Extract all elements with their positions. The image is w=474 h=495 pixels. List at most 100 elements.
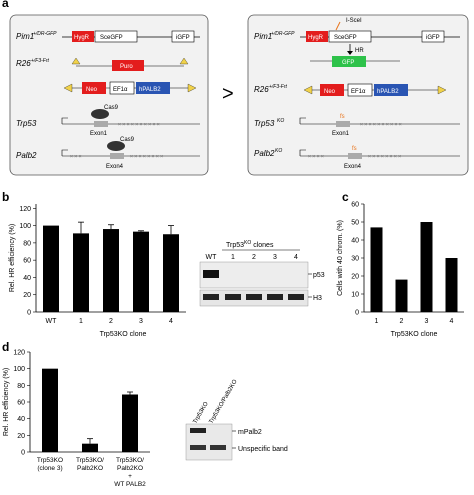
x-tick-label: 3 — [139, 318, 143, 325]
left-cas9-bottom-label: Cas9 — [120, 137, 135, 143]
x-tick-label: WT PALB2 — [114, 481, 146, 488]
bar — [82, 443, 98, 452]
left-exon1-label: Exon1 — [90, 131, 108, 137]
x-tick-label: 2 — [109, 318, 113, 325]
right-trp53-row: Trp53 KO × × × × × × × × × × fs Exon1 — [254, 114, 460, 137]
left-puro-label: Puro — [120, 64, 133, 70]
right-igfp-box — [421, 30, 445, 43]
right-exon4-label: Exon4 — [344, 164, 362, 170]
panel-a-left-box — [9, 14, 209, 176]
x-tick-label: Trp53KO/ — [116, 457, 144, 464]
left-cas9-bottom-icon — [107, 141, 125, 151]
bar — [133, 231, 149, 312]
y-tick-label: 80 — [23, 240, 31, 247]
x-tick-label: + — [128, 473, 132, 480]
mpalb2-label: mPalb2 — [238, 429, 262, 436]
svg-text:× × ×: × × × — [70, 154, 82, 160]
right-ef1a-label: EF1α — [351, 89, 366, 95]
bar — [42, 368, 58, 452]
y-tick-label: 0 — [355, 310, 359, 317]
unspecific-band-2 — [210, 445, 226, 450]
x-tick-label: 1 — [375, 318, 379, 325]
right-r26-sup: +/F3-Frt — [269, 84, 288, 90]
right-gfp-box — [332, 56, 366, 67]
left-exon4-label: Exon4 — [106, 164, 124, 170]
left-frt-triangle-1 — [71, 57, 81, 65]
right-hpalb2-label: hPALB2 — [377, 89, 399, 95]
left-igfp-label: iGFP — [176, 35, 190, 41]
x-axis-label: Trp53KO clone — [100, 331, 147, 338]
right-ef1a-box — [347, 83, 373, 97]
left-hygr-label: HygR — [74, 35, 90, 41]
right-neo-label: Neo — [324, 89, 336, 95]
bar — [43, 225, 59, 312]
y-tick-label: 40 — [23, 275, 31, 282]
right-exon1-label: Exon1 — [332, 131, 350, 137]
left-hygr-box — [72, 31, 94, 42]
y-tick-label: 50 — [351, 220, 359, 227]
right-hygr-label: HygR — [308, 35, 324, 41]
left-ef1a-label: EF1α — [113, 87, 128, 93]
y-axis-label: Rel. HR efficiency (%) — [3, 368, 10, 436]
panel-b-blot-title: Trp53KO clones — [226, 240, 274, 249]
y-tick-label: 0 — [27, 310, 31, 317]
right-hr-label: HR — [355, 48, 364, 54]
right-fs1-label: fs — [340, 114, 345, 120]
x-tick-label: Trp53KO — [37, 457, 63, 464]
p53-label: p53 — [313, 272, 325, 279]
right-isce-label: I-SceI — [346, 18, 362, 24]
left-puro-box — [112, 60, 144, 71]
x-tick-label: (clone 3) — [37, 465, 62, 472]
left-igfp-box — [171, 30, 195, 43]
left-frt-triangle-2 — [179, 57, 189, 65]
left-r26-row: R26 +/F3-Frt Puro Neo EF1α hPALB2 — [16, 57, 197, 95]
left-ef1a-box — [109, 81, 135, 95]
x-tick-label: 2 — [400, 318, 404, 325]
h3-band — [203, 294, 219, 300]
right-fs2-label: fs — [352, 146, 357, 152]
right-scegfp-label: SceGFP — [334, 35, 357, 41]
blot-lane-label: WT — [206, 254, 218, 261]
panel-d-blot: Trp53KO Trp53KO/Palb2KO mPalb2 Unspecifi… — [185, 379, 288, 461]
left-palb2-row: Palb2 × × × × × × × × × × × Cas9 Exon4 — [16, 137, 200, 170]
panel-d-letter: d — [2, 340, 10, 354]
left-palb2-label: Palb2 — [16, 151, 37, 160]
x-tick-label: 4 — [450, 318, 454, 325]
y-tick-label: 60 — [23, 258, 31, 265]
bar — [445, 258, 458, 312]
y-tick-label: 100 — [13, 366, 25, 373]
left-neo-label: Neo — [86, 87, 98, 93]
right-palb2-sup: KO — [275, 148, 282, 154]
panel-a-arrow: > — [222, 83, 234, 105]
left-cas9-top-label: Cas9 — [104, 105, 119, 111]
x-tick-label: 4 — [169, 318, 173, 325]
bar — [103, 229, 119, 312]
right-scegfp-box — [328, 30, 372, 43]
right-trp53-label: Trp53 — [254, 119, 275, 128]
p53-band-wt — [203, 270, 219, 278]
left-pim1-label: Pim1 — [16, 32, 34, 41]
right-r26-label: R26 — [254, 85, 269, 94]
left-scegfp-box — [94, 30, 138, 43]
bar — [395, 279, 408, 312]
right-neo-box — [320, 84, 344, 96]
left-hpalb2-label: hPALB2 — [139, 87, 161, 93]
bar — [370, 227, 383, 312]
bar — [73, 233, 89, 312]
h3-band — [246, 294, 262, 300]
x-tick-label: 1 — [79, 318, 83, 325]
panel-a-letter: a — [2, 0, 9, 10]
right-pim1-sup: +/DR-GFP — [271, 31, 295, 37]
h3-label: H3 — [313, 295, 322, 302]
y-tick-label: 120 — [13, 350, 25, 357]
h3-band — [225, 294, 241, 300]
x-tick-label: WT — [46, 318, 58, 325]
mpalb2-band — [190, 428, 206, 433]
panel-d-lane-1-label: Trp53KO — [193, 401, 210, 425]
right-r26-row: R26 +/F3-Frt Neo EF1α hPALB2 — [254, 83, 447, 97]
svg-text:× × × ×: × × × × — [308, 154, 324, 160]
